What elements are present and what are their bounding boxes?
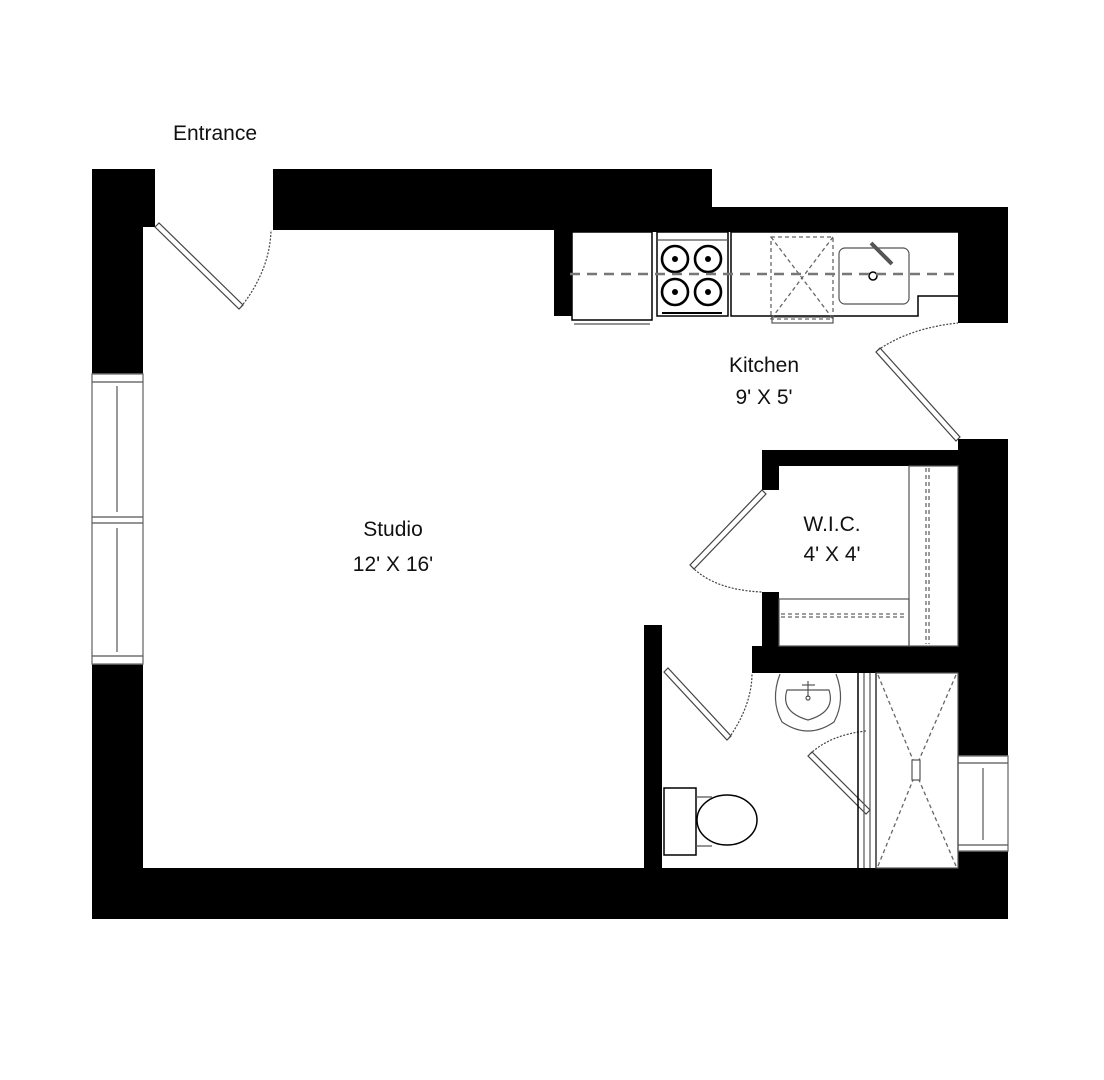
bath-sink-icon bbox=[774, 673, 842, 732]
stove-burners-icon bbox=[660, 244, 723, 307]
kitchen-door bbox=[875, 322, 961, 442]
entrance-label: Entrance bbox=[172, 122, 258, 145]
room-dims: 4' X 4' bbox=[803, 543, 861, 566]
interior-walls bbox=[644, 450, 958, 868]
bathroom-fixtures bbox=[663, 672, 959, 869]
shower-icon bbox=[875, 672, 959, 869]
toilet-icon bbox=[663, 787, 758, 856]
room-name: Kitchen bbox=[728, 354, 800, 377]
exterior-walls bbox=[92, 169, 1008, 919]
kitchen-counter bbox=[570, 231, 958, 325]
shower-door bbox=[807, 730, 871, 815]
room-name: Studio bbox=[363, 518, 423, 541]
bath-door bbox=[663, 667, 753, 741]
window-right bbox=[957, 755, 1009, 852]
wic-door bbox=[689, 489, 767, 593]
room-dims: 9' X 5' bbox=[735, 386, 793, 409]
window-left bbox=[91, 373, 144, 665]
entrance-door bbox=[154, 222, 272, 310]
room-dims: 12' X 16' bbox=[352, 553, 434, 576]
wic-shelves bbox=[778, 465, 959, 647]
room-name: W.I.C. bbox=[803, 513, 861, 536]
